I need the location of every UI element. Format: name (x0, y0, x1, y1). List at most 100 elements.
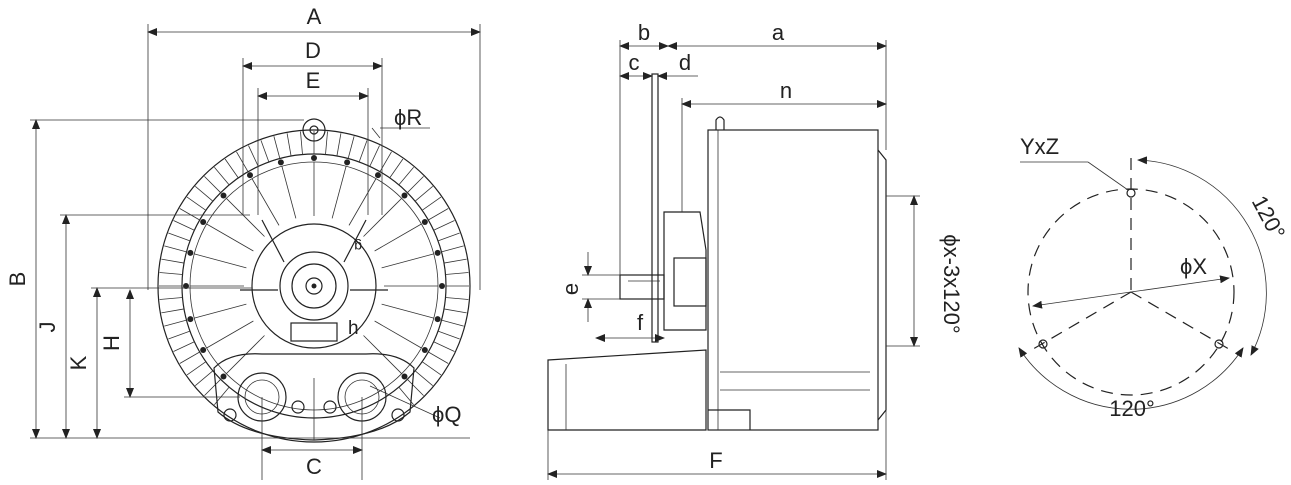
fin (421, 196, 442, 211)
fin (164, 245, 187, 253)
dim-flange-label: ϕx-3x120° (939, 234, 964, 333)
front-view: A D E ϕR B J K H C (5, 4, 481, 480)
fin (407, 176, 424, 193)
fin (358, 140, 368, 163)
flange-view: ϕX YxZ 120° 120° (1018, 134, 1290, 421)
dim-E-label: E (306, 68, 321, 93)
dim-phiQ-label: ϕQ (432, 402, 461, 427)
rib (381, 303, 434, 319)
fin (445, 272, 469, 275)
fin (204, 379, 221, 396)
fin (441, 319, 464, 327)
hub-outer (251, 223, 377, 349)
fin (161, 308, 185, 314)
rib (363, 198, 402, 237)
fin (286, 133, 292, 157)
label-hole-spec: YxZ (1020, 134, 1059, 159)
rib (194, 303, 247, 319)
fin (437, 330, 460, 340)
base-housing (213, 353, 415, 441)
fin (159, 297, 183, 300)
bolt (421, 219, 428, 225)
fin (179, 351, 200, 364)
dim-a-label: a (772, 20, 785, 45)
coupling-housing (663, 211, 707, 331)
label-phiX: ϕX (1180, 254, 1207, 279)
label-h: h (348, 318, 359, 339)
rib (226, 198, 265, 237)
fin (336, 133, 342, 157)
fin (433, 220, 455, 231)
hub (279, 251, 349, 321)
label-g: g (354, 239, 362, 255)
fin (161, 258, 185, 264)
lifting-eye (302, 118, 326, 142)
bolt (434, 249, 441, 256)
fin (443, 258, 467, 264)
bolt (220, 192, 227, 199)
fin (164, 319, 187, 327)
cooling-fins (159, 131, 469, 405)
fin (347, 136, 355, 159)
bolt (277, 159, 284, 166)
rib (331, 166, 347, 219)
bolt (344, 159, 351, 166)
bolt-hole-right (1214, 339, 1224, 349)
dim-J-label: J (35, 322, 60, 333)
fin (441, 245, 464, 253)
fin (179, 208, 200, 221)
dim-D-label: D (305, 38, 321, 63)
fin (173, 341, 195, 352)
bolt (311, 155, 317, 161)
dim-n-label: n (780, 78, 792, 103)
fin (433, 341, 455, 352)
dim-A-label: A (307, 4, 322, 29)
angle-arc-right (1137, 156, 1267, 356)
dim-f-label: f (637, 310, 644, 335)
fin (260, 140, 270, 163)
dim-phiR-label: ϕR (394, 105, 422, 130)
fin (186, 361, 207, 376)
fin (236, 151, 249, 172)
angle-arc-bottom (1018, 347, 1244, 410)
terminal-box (290, 322, 338, 342)
fin (273, 136, 281, 159)
fin (195, 370, 214, 386)
dim-B-label: B (5, 272, 30, 287)
rib (206, 320, 254, 349)
fin (414, 186, 433, 202)
fin (214, 167, 230, 186)
fin (195, 186, 214, 202)
fan-cover (877, 149, 887, 421)
fin (421, 361, 442, 376)
bolt (200, 347, 207, 353)
dim-K-label: K (66, 355, 91, 370)
rib (374, 320, 422, 349)
fin (369, 145, 380, 167)
dim-F-label: F (709, 448, 722, 473)
fin (414, 370, 433, 386)
fin (173, 220, 195, 231)
fin (428, 351, 449, 364)
bolt-hole-left (1038, 339, 1048, 349)
dim-b-label: b (638, 20, 650, 45)
rib (251, 178, 280, 226)
rib (348, 178, 377, 226)
rib (194, 253, 247, 269)
bolt (401, 373, 408, 380)
dim-H-label: H (99, 335, 124, 351)
flange-plate (651, 73, 659, 343)
bolt-hole-top (1126, 188, 1136, 198)
motor-body (707, 129, 879, 431)
fin (186, 196, 207, 211)
bolt (187, 249, 194, 256)
fin (325, 131, 328, 155)
dim-e-label: e (558, 283, 583, 295)
bolt (247, 172, 253, 179)
dim-c-label: c (629, 50, 640, 75)
rib (374, 223, 422, 252)
bolt (401, 192, 408, 199)
fin (389, 158, 404, 179)
fin (300, 131, 303, 155)
